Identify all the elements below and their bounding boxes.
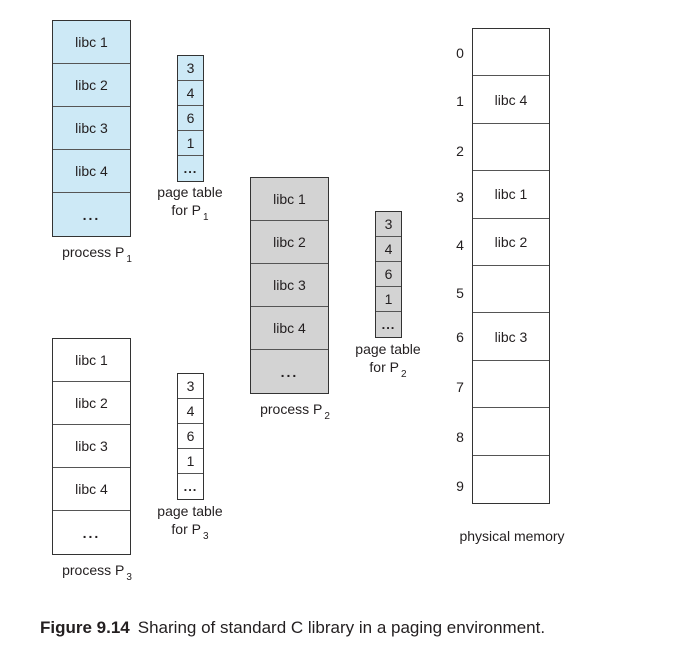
process-p1-page: libc 3: [53, 107, 130, 150]
process-p1-page: libc 2: [53, 64, 130, 107]
memory-frame: [473, 408, 549, 456]
page-table-p1-entry: 1: [178, 131, 203, 156]
process-p1-label-text: process P: [62, 244, 125, 260]
frame-number: 3: [456, 189, 464, 205]
process-p3-stack: libc 1 libc 2 libc 3 libc 4 ...: [52, 338, 131, 555]
frame-number: 5: [456, 285, 464, 301]
process-p2-page: libc 1: [251, 178, 328, 221]
frame-number: 0: [456, 45, 464, 61]
page-table-p3-ellipsis: ...: [183, 479, 198, 494]
page-table-p1-entry: 3: [178, 56, 203, 81]
frame-number: 1: [456, 93, 464, 109]
physical-memory: libc 4 libc 1 libc 2 libc 3: [472, 28, 550, 504]
page-table-p2-entry: 3: [376, 212, 401, 237]
process-p1-label-subscript: 1: [126, 254, 132, 265]
memory-frame: libc 3: [473, 313, 549, 361]
page-table-p3-label-line1: page table: [157, 503, 223, 519]
process-p3-ellipsis: ...: [82, 524, 101, 541]
page-table-p1-entry: 4: [178, 81, 203, 106]
page-table-p2-entry: 1: [376, 287, 401, 312]
memory-frame: [473, 456, 549, 503]
page-table-p2-entry: 6: [376, 262, 401, 287]
process-p2-ellipsis: ...: [280, 363, 299, 380]
page-table-p3-entry: 1: [178, 449, 203, 474]
memory-frame: [473, 124, 549, 172]
process-p1-page: libc 1: [53, 21, 130, 64]
process-p3-page: libc 2: [53, 382, 130, 425]
frame-number: 8: [456, 429, 464, 445]
frame-number: 7: [456, 379, 464, 395]
figure-number: Figure 9.14: [40, 618, 130, 637]
figure-caption: Figure 9.14 Sharing of standard C library…: [40, 618, 545, 638]
page-table-p1-entry: 6: [178, 106, 203, 131]
memory-frame: [473, 361, 549, 409]
page-table-p2-label-line1: page table: [355, 341, 421, 357]
memory-frame: [473, 266, 549, 314]
memory-frame: [473, 29, 549, 77]
process-p1-page: libc 4: [53, 150, 130, 193]
process-p1-ellipsis: ...: [82, 206, 101, 223]
frame-number: 6: [456, 329, 464, 345]
frame-number: 4: [456, 237, 464, 253]
process-p1-stack: libc 1 libc 2 libc 3 libc 4 ...: [52, 20, 131, 237]
memory-frame: libc 4: [473, 76, 549, 124]
process-p2-page: libc 3: [251, 264, 328, 307]
page-table-p1: 3 4 6 1 ...: [177, 55, 204, 182]
process-p2-label-text: process P: [260, 401, 323, 417]
memory-frame: libc 2: [473, 219, 549, 266]
figure-caption-text: Sharing of standard C library in a pagin…: [137, 618, 546, 637]
process-p3-page: libc 1: [53, 339, 130, 382]
page-table-p2-entry: 4: [376, 237, 401, 262]
physical-memory-label: physical memory: [459, 528, 565, 544]
process-p3-page: libc 3: [53, 425, 130, 468]
page-table-p3-entry: 4: [178, 399, 203, 424]
page-table-p3: 3 4 6 1 ...: [177, 373, 204, 500]
process-p2-page: libc 2: [251, 221, 328, 264]
page-table-p1-ellipsis: ...: [183, 161, 198, 176]
process-p2-label-subscript: 2: [324, 411, 330, 422]
frame-number: 2: [456, 143, 464, 159]
page-table-p3-entry: 6: [178, 424, 203, 449]
process-p3-label-text: process P: [62, 562, 125, 578]
process-p3-page: libc 4: [53, 468, 130, 511]
page-table-p2: 3 4 6 1 ...: [375, 211, 402, 338]
memory-frame: libc 1: [473, 171, 549, 219]
page-table-p1-label-line1: page table: [157, 184, 223, 200]
page-table-p3-entry: 3: [178, 374, 203, 399]
process-p2-page: libc 4: [251, 307, 328, 350]
frame-number: 9: [456, 478, 464, 494]
process-p2-stack: libc 1 libc 2 libc 3 libc 4 ...: [250, 177, 329, 394]
process-p3-label-subscript: 3: [126, 572, 132, 583]
page-table-p2-ellipsis: ...: [381, 317, 396, 332]
